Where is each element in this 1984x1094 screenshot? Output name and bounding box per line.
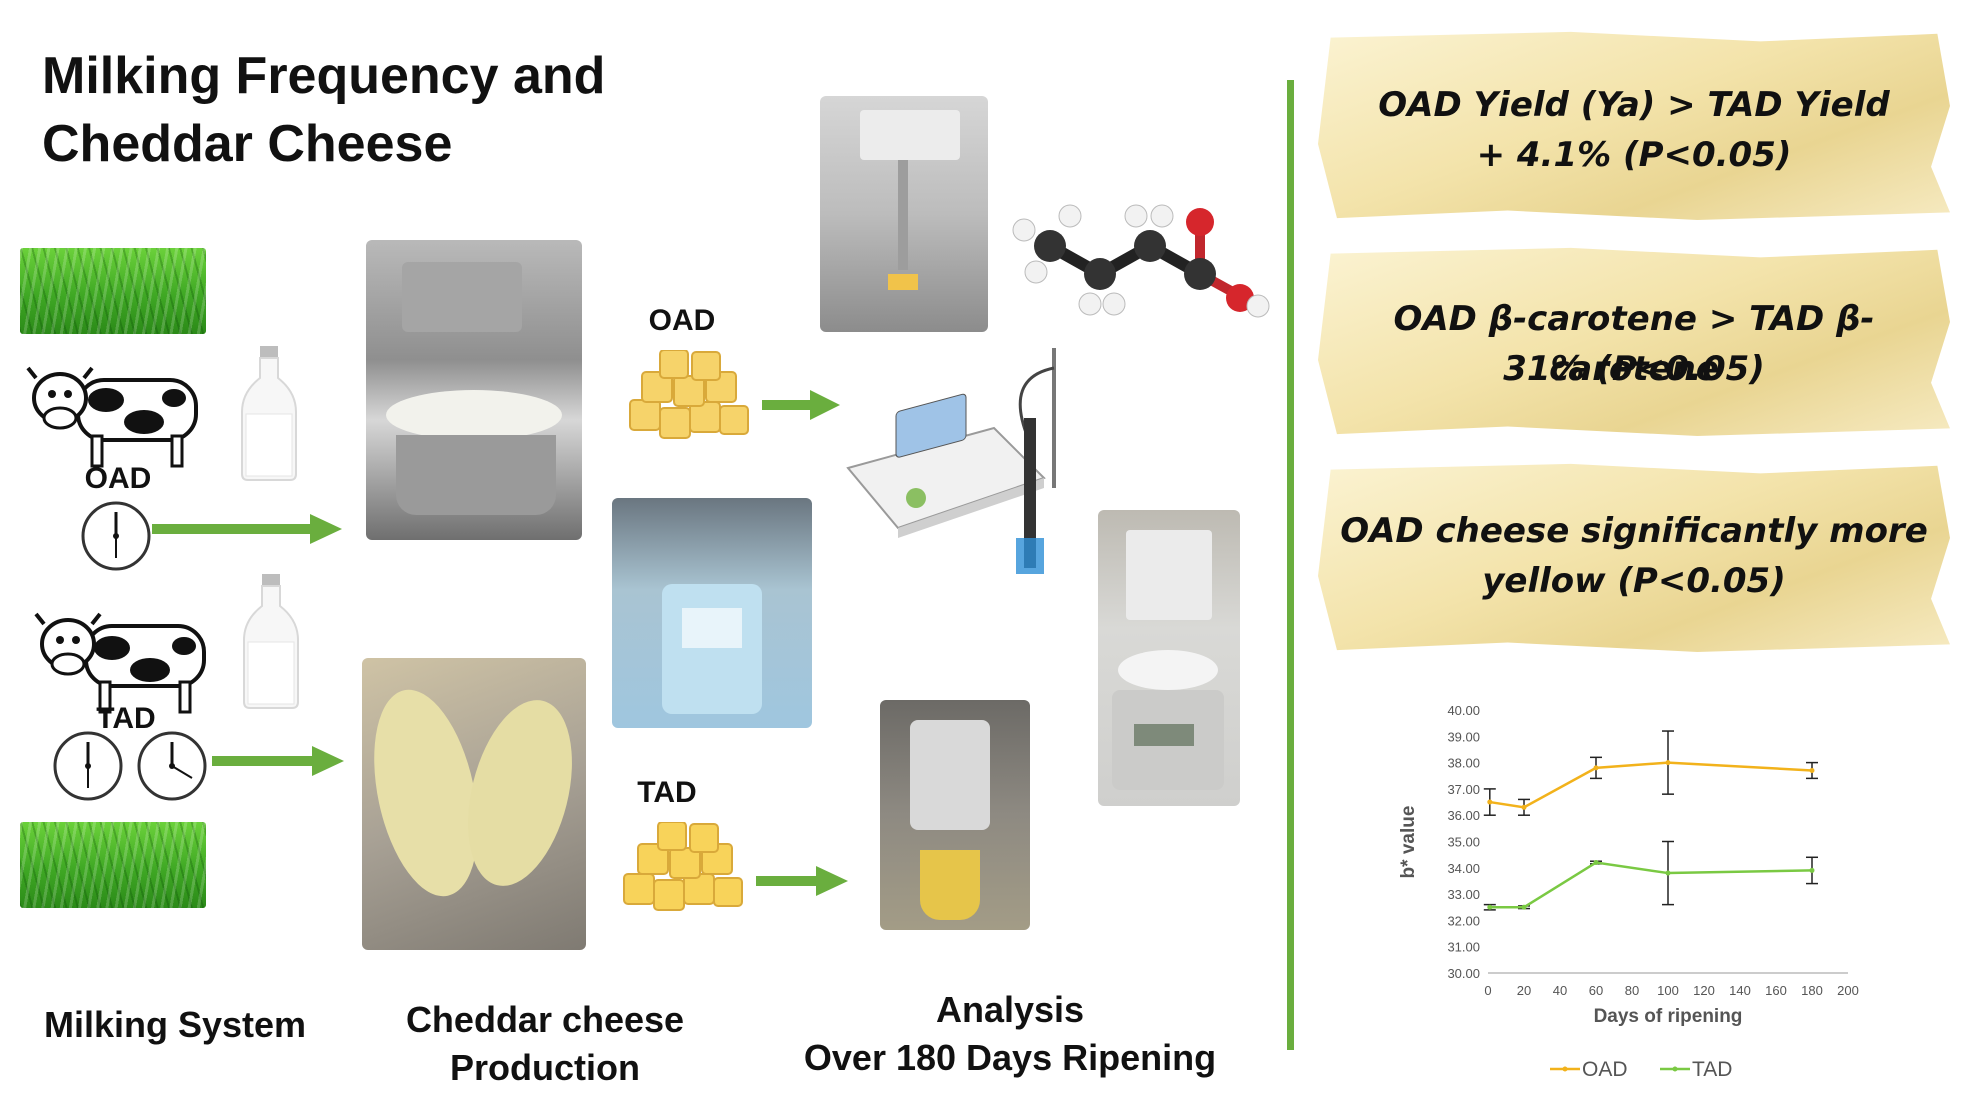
production-label-line2: Production bbox=[450, 1047, 640, 1088]
result-panel-colour: OAD cheese significantly more yellow (P<… bbox=[1318, 463, 1950, 652]
y-tick-label: 30.00 bbox=[1447, 966, 1480, 981]
x-tick-label: 200 bbox=[1837, 983, 1859, 998]
y-tick-label: 37.00 bbox=[1447, 782, 1480, 797]
ph-meter-icon bbox=[846, 348, 1056, 574]
data-point-oad bbox=[1521, 804, 1527, 810]
milk-bottle-icon-tad bbox=[243, 574, 299, 709]
arrow-tad-to-production bbox=[212, 746, 344, 776]
y-tick-label: 31.00 bbox=[1447, 940, 1480, 955]
y-tick-label: 35.00 bbox=[1447, 835, 1480, 850]
clock-icon-oad bbox=[81, 501, 151, 571]
x-tick-label: 160 bbox=[1765, 983, 1787, 998]
legend-label-tad: TAD bbox=[1692, 1058, 1732, 1081]
page-title: Milking Frequency and Cheddar Cheese bbox=[42, 47, 606, 173]
production-label-line1: Cheddar cheese bbox=[405, 999, 685, 1040]
grass-image-bottom bbox=[20, 822, 206, 908]
y-tick-label: 33.00 bbox=[1447, 887, 1480, 902]
brine-tank-photo bbox=[612, 498, 812, 728]
production-label: Cheddar cheese Production bbox=[380, 996, 710, 1092]
arrow-oad-to-production bbox=[152, 514, 342, 544]
x-tick-label: 120 bbox=[1693, 983, 1715, 998]
y-tick-label: 32.00 bbox=[1447, 913, 1480, 928]
x-tick-label: 100 bbox=[1657, 983, 1679, 998]
cheese-cubes-icon-tad bbox=[623, 822, 743, 911]
result-carotene-line2: 31% (P<0.05) bbox=[1503, 349, 1765, 389]
milk-bottle-icon-oad bbox=[241, 346, 297, 481]
result-colour-line1: OAD cheese significantly more bbox=[1340, 511, 1928, 551]
data-point-oad bbox=[1809, 767, 1815, 773]
oad-cheese-label: OAD bbox=[648, 304, 716, 337]
analysis-label-line2: Over 180 Days Ripening bbox=[803, 1037, 1217, 1078]
clock-icon-tad-1 bbox=[53, 731, 123, 801]
x-tick-label: 60 bbox=[1589, 983, 1603, 998]
butyric-acid-molecule-icon bbox=[1012, 204, 1270, 318]
data-point-tad bbox=[1809, 867, 1815, 873]
y-tick-label: 34.00 bbox=[1447, 861, 1480, 876]
y-tick-label: 39.00 bbox=[1447, 729, 1480, 744]
y-tick-label: 38.00 bbox=[1447, 756, 1480, 771]
series-line-tad bbox=[1489, 861, 1813, 909]
x-axis-title: Days of ripening bbox=[1594, 1006, 1743, 1027]
y-tick-label: 40.00 bbox=[1447, 703, 1480, 718]
result-yield-line1: OAD Yield (Ya) > TAD Yield bbox=[1378, 85, 1890, 125]
result-colour-line2: yellow (P<0.05) bbox=[1482, 561, 1786, 601]
data-point-tad bbox=[1593, 860, 1599, 866]
series-line-oad bbox=[1489, 761, 1813, 809]
cow-icon-oad bbox=[26, 366, 198, 468]
legend-marker-oad bbox=[1562, 1066, 1568, 1072]
arrow-tad-to-analysis bbox=[756, 866, 848, 896]
cow-icon-tad bbox=[34, 612, 206, 714]
rheometer-photo bbox=[1098, 510, 1240, 806]
analysis-label: Analysis Over 180 Days Ripening bbox=[790, 986, 1230, 1082]
b-value-line-chart: 30.00 31.00 32.00 33.00 34.00 35.00 36.00 37.00… bbox=[1398, 703, 1859, 1081]
x-tick-label: 140 bbox=[1729, 983, 1751, 998]
x-tick-label: 180 bbox=[1801, 983, 1823, 998]
section-divider bbox=[1287, 80, 1294, 1050]
tad-cow-label: TAD bbox=[96, 702, 156, 735]
x-tick-label: 40 bbox=[1553, 983, 1567, 998]
colorimeter-photo bbox=[880, 700, 1030, 930]
clock-icon-tad-2 bbox=[137, 731, 207, 801]
legend-marker-tad bbox=[1672, 1066, 1678, 1072]
analysis-label-line1: Analysis bbox=[935, 989, 1085, 1030]
data-point-tad bbox=[1487, 904, 1493, 910]
data-point-tad bbox=[1521, 904, 1527, 910]
legend-label-oad: OAD bbox=[1582, 1058, 1628, 1081]
y-tick-label: 36.00 bbox=[1447, 808, 1480, 823]
tad-cheese-label: TAD bbox=[637, 776, 697, 809]
result-carotene-line1: OAD β-carotene > TAD β-carotene bbox=[1393, 299, 1875, 389]
data-point-tad bbox=[1665, 870, 1671, 876]
arrow-oad-to-analysis bbox=[762, 390, 840, 420]
curd-pan-photo bbox=[362, 658, 586, 950]
oad-cow-label: OAD bbox=[84, 462, 152, 495]
milking-system-label: Milking System bbox=[43, 1004, 307, 1045]
cheese-cubes-icon-oad bbox=[629, 350, 749, 439]
result-panel-yield: OAD Yield (Ya) > TAD Yield + 4.1% (P<0.0… bbox=[1318, 31, 1950, 220]
y-axis-title: b* value bbox=[1398, 806, 1419, 879]
x-tick-label: 80 bbox=[1625, 983, 1639, 998]
data-point-oad bbox=[1593, 765, 1599, 771]
result-panel-carotene: OAD β-carotene > TAD β-carotene 31% (P<0… bbox=[1318, 247, 1950, 436]
texture-analyser-photo bbox=[820, 96, 988, 332]
grass-image-top bbox=[20, 248, 206, 334]
cheese-vat-photo bbox=[366, 240, 582, 540]
x-tick-label: 20 bbox=[1517, 983, 1531, 998]
data-point-oad bbox=[1665, 760, 1671, 766]
x-tick-label: 0 bbox=[1484, 983, 1491, 998]
result-yield-line2: + 4.1% (P<0.05) bbox=[1476, 135, 1792, 175]
data-point-oad bbox=[1487, 799, 1493, 805]
